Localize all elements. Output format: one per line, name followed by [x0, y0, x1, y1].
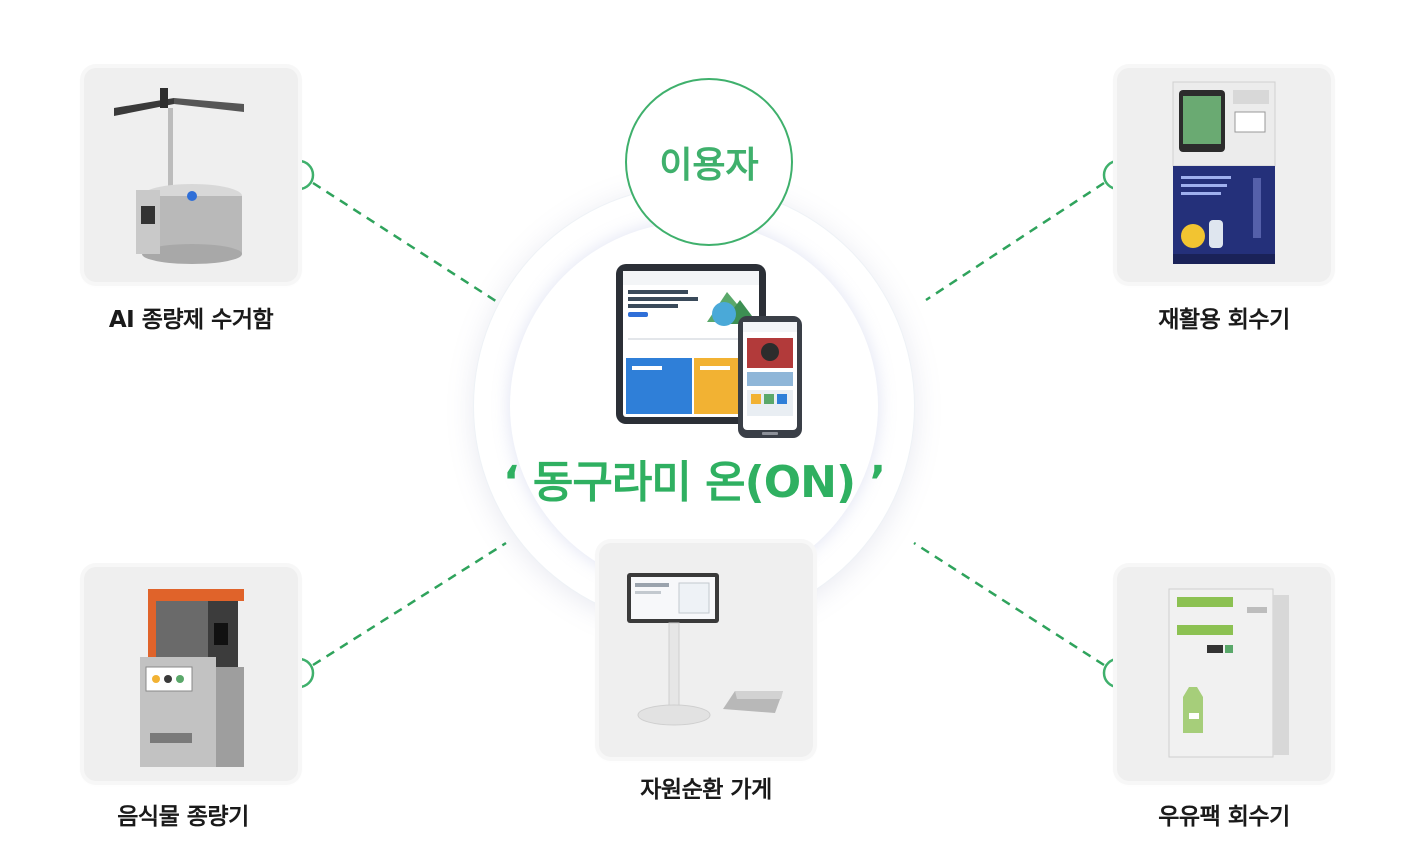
recycle-label: 재활용 회수기: [1158, 307, 1290, 333]
store-card: [599, 543, 813, 757]
food-label: 음식물 종량기: [117, 804, 249, 830]
ai-bin-image: [114, 88, 244, 264]
food-waste-machine-image: [140, 589, 244, 767]
user-circle: 이용자: [625, 78, 793, 246]
store-label: 자원순환 가게: [640, 777, 772, 803]
user-label: 이용자: [659, 145, 759, 186]
milk-carton-machine-image: [1168, 588, 1289, 758]
connector-ai-bin: [312, 181, 503, 307]
recycle-kiosk-image: [1172, 81, 1276, 264]
ai-bin-label: AI 종량제 수거함: [108, 307, 274, 333]
brand-title: ‘ 동구라미 온(ON) ’: [502, 457, 886, 508]
milk-label: 우유팩 회수기: [1158, 804, 1290, 830]
connector-milk: [913, 541, 1105, 667]
recycle-card: [1117, 68, 1331, 282]
connector-recycle: [925, 181, 1105, 302]
milk-card: [1117, 567, 1331, 781]
connector-food: [312, 541, 507, 667]
food-card: [84, 567, 298, 781]
tablet-phone-image: [616, 264, 802, 438]
kiosk-scale-image: [627, 573, 783, 726]
ai-bin-card: [84, 68, 298, 282]
